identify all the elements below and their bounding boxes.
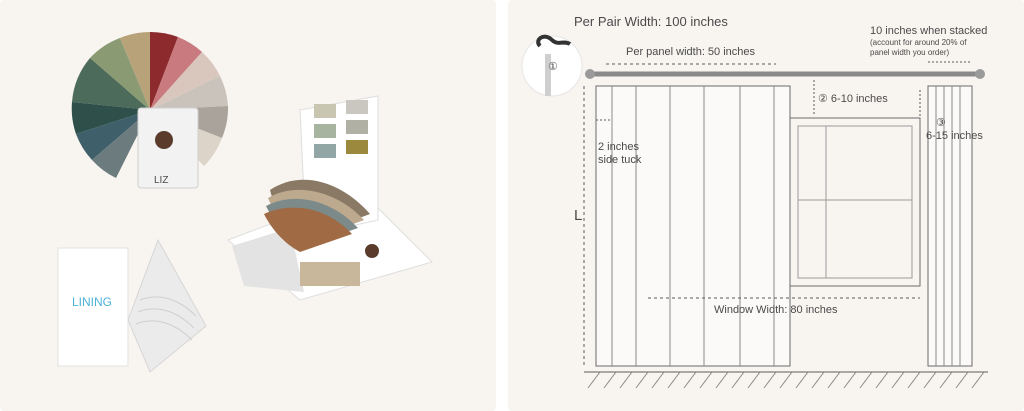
curtain-measurement-diagram: Per Pair Width: 100 inches Per panel wid… (521, 14, 988, 389)
rod-finial-right (975, 69, 985, 79)
stacked-note-line-1: (account for around 20% of (870, 38, 967, 47)
color-fan: LIZ (71, 31, 229, 189)
marker-1-label: ① (548, 61, 558, 73)
rod-finial-left (585, 69, 595, 79)
floor (584, 371, 988, 389)
per-panel-width-label: Per panel width: 50 inches (626, 46, 756, 58)
side-tuck-line-1: 2 inches (598, 141, 639, 153)
marker-2-label: ② 6-10 inches (818, 93, 888, 105)
stacked-title: 10 inches when stacked (870, 25, 987, 37)
marker-3-label: ③ (936, 117, 946, 129)
side-tuck-line-2: side tuck (598, 154, 642, 166)
swatch-products-panel: LIZ (0, 0, 496, 411)
lining-label: LINING (72, 295, 112, 309)
marker-3-value: 6-15 inches (926, 130, 983, 142)
length-label: L (574, 207, 582, 224)
sample-book (227, 95, 433, 301)
lining-folder: LINING (57, 238, 207, 373)
stacked-note-line-2: panel width you order) (870, 48, 949, 57)
swatch-card-text: LIZ (154, 175, 168, 186)
curtain-diagram-panel: Per Pair Width: 100 inches Per panel wid… (508, 0, 1024, 411)
per-pair-width-label: Per Pair Width: 100 inches (574, 14, 728, 29)
curtain-panel-left (595, 85, 791, 367)
window (789, 117, 921, 287)
swatch-products-illustration: LIZ (57, 31, 433, 373)
curtain-panel-right-stacked (927, 85, 973, 367)
hook-detail: ① (521, 34, 583, 97)
window-width-label: Window Width: 80 inches (714, 304, 838, 316)
